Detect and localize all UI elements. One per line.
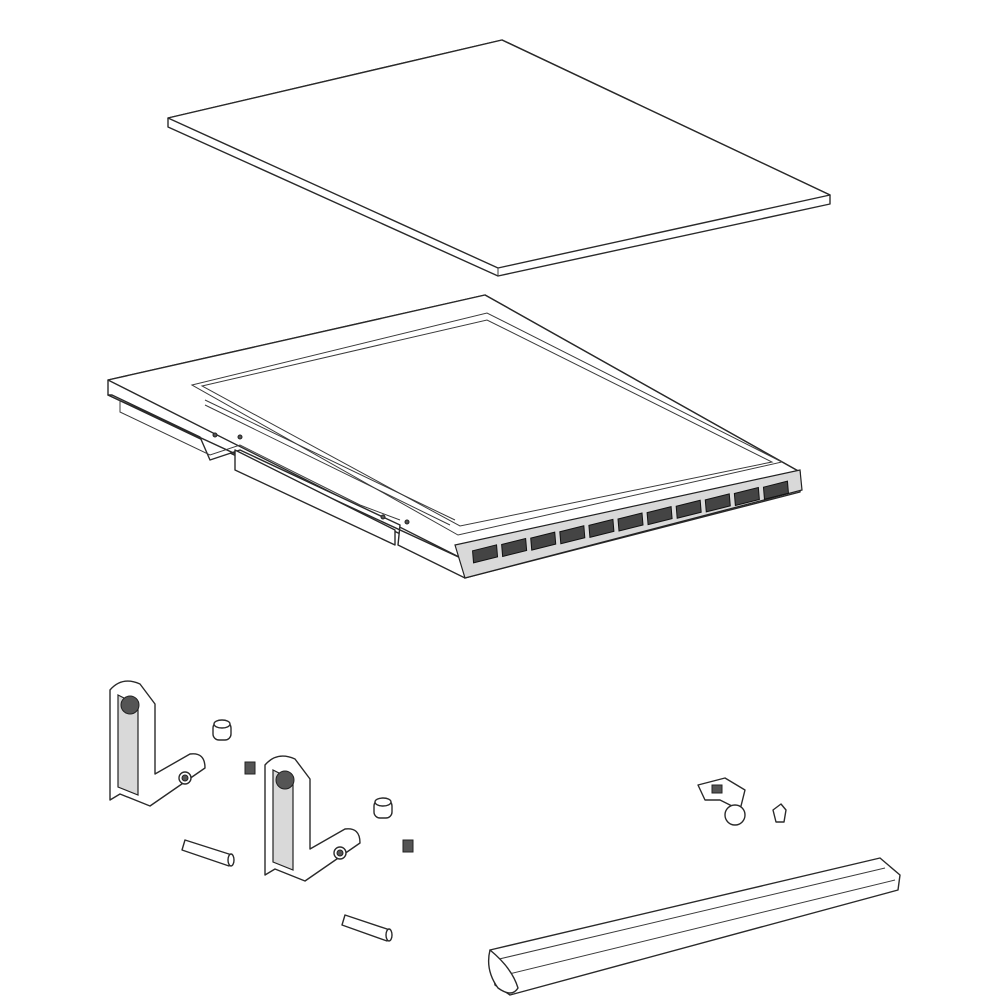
left-hinge-bracket xyxy=(109,680,206,807)
vent-slot xyxy=(501,537,528,558)
spring-left xyxy=(244,761,256,775)
fastener xyxy=(772,803,787,823)
pin-left xyxy=(181,839,235,867)
vent-slot xyxy=(617,512,644,532)
front-trim-rail xyxy=(487,857,901,996)
spacer-left xyxy=(212,719,232,741)
clip-bracket xyxy=(697,777,746,826)
glass-panel xyxy=(167,39,831,277)
right-hinge-bracket xyxy=(264,755,361,882)
vent-slot xyxy=(588,518,615,538)
vent-slots xyxy=(472,480,789,564)
vent-slot xyxy=(733,486,760,507)
vent-slot xyxy=(704,493,731,513)
pin-right xyxy=(341,914,393,942)
shelf-frame xyxy=(107,294,803,579)
spacer-right xyxy=(373,797,393,819)
vent-slot xyxy=(646,506,673,526)
vent-slot xyxy=(472,544,499,564)
vent-slot xyxy=(559,525,586,545)
spring-right xyxy=(402,839,414,853)
vent-slot xyxy=(675,499,702,519)
vent-slot xyxy=(530,531,557,551)
vent-slot xyxy=(762,480,789,500)
